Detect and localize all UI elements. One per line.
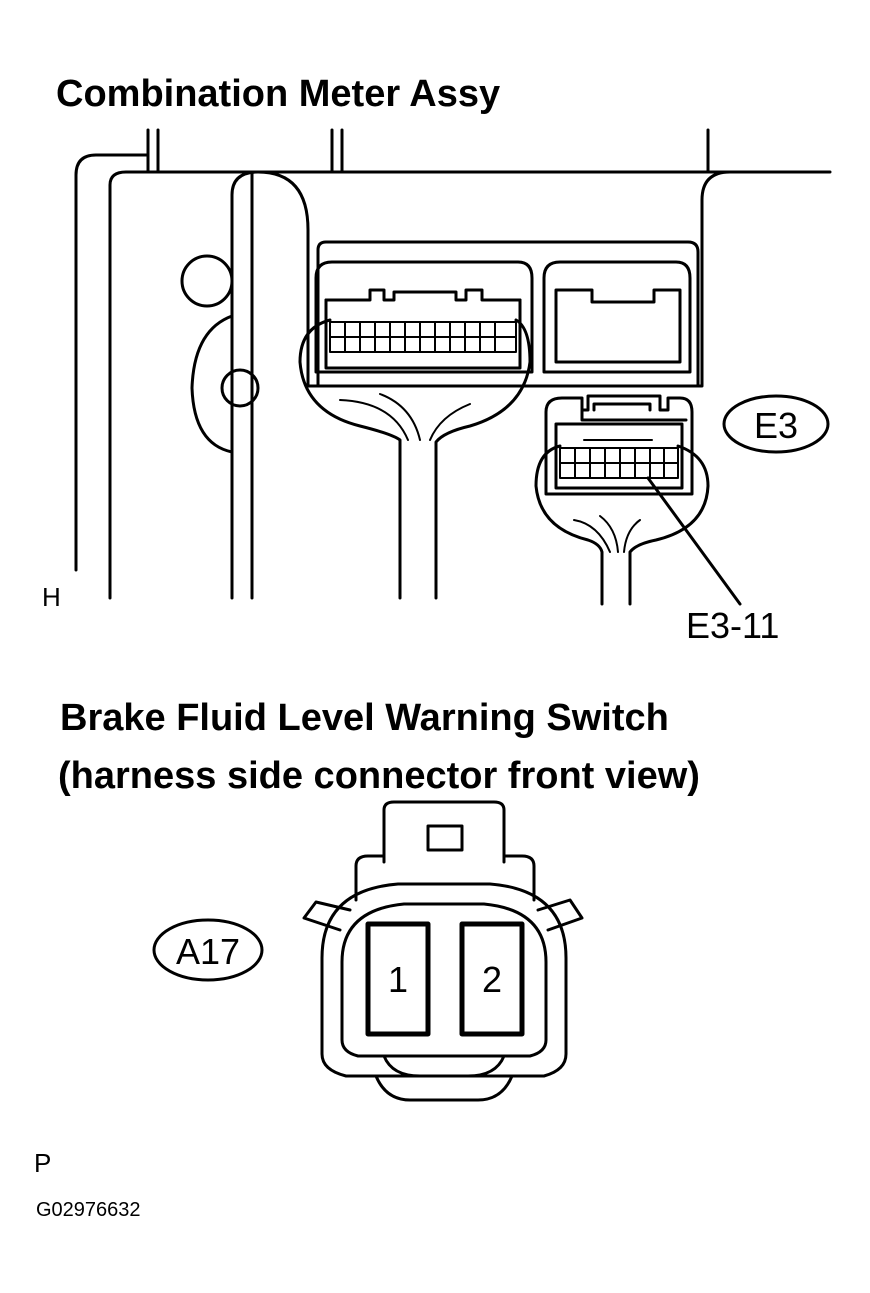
view-marker-h: H [42,582,61,612]
switch-title-line2: (harness side connector front view) [58,755,700,797]
e3-11-leader-line [646,476,742,606]
a17-terminal-2-cavity [459,921,525,1037]
view-marker-p: P [34,1148,51,1178]
e3-connector [534,394,710,606]
meter-title: Combination Meter Assy [56,73,500,115]
a17-terminal-1-cavity [365,921,431,1037]
e3-connector-label: E3 [754,405,798,446]
e3-label-outline [722,394,830,454]
e3-11-callout: E3-11 [686,605,779,646]
meter-receptacle-right [542,260,692,374]
a17-connector [302,800,584,1102]
a17-connector-label: A17 [176,931,240,972]
a17-terminal-1-label: 1 [388,959,408,1000]
a17-label-outline [152,918,264,982]
combination-meter-body [74,128,832,600]
switch-title-line1: Brake Fluid Level Warning Switch [60,697,669,739]
figure-id: G02976632 [36,1199,141,1221]
a17-terminal-2-label: 2 [482,959,502,1000]
meter-connector-left [298,260,534,600]
